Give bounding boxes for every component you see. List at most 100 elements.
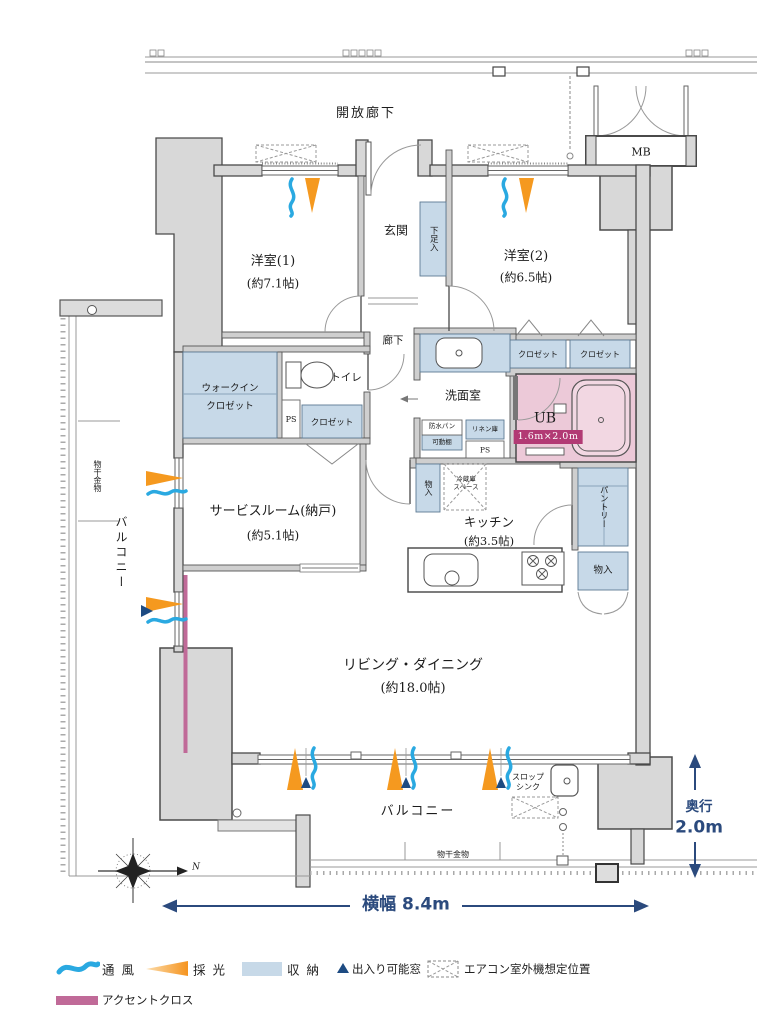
outer-walls bbox=[155, 137, 651, 766]
fridge-space-box bbox=[443, 463, 487, 511]
linen-cabinet bbox=[465, 419, 505, 440]
label-bedroom1: 洋室(1) bbox=[250, 254, 296, 270]
folding-door-closet bbox=[305, 443, 359, 465]
label-laundry-bottom: 物干金物 bbox=[437, 850, 469, 860]
kitchen-storage bbox=[415, 463, 441, 513]
label-mb: MB bbox=[631, 145, 651, 159]
kitchen-sink bbox=[423, 553, 479, 587]
label-slop-sink: スロップ シンク bbox=[512, 772, 544, 791]
label-fridge-space: 冷蔵庫 スペース bbox=[453, 475, 479, 491]
label-pantry: パントリー bbox=[598, 485, 609, 529]
legend-storage-icon bbox=[242, 962, 282, 976]
unit-bath bbox=[513, 373, 637, 463]
label-ub-size: 1.6m×2.0m bbox=[513, 430, 583, 444]
closet-bedroom2-a bbox=[509, 339, 567, 369]
label-waterproof-pan: 防水パン bbox=[428, 422, 456, 431]
shoe-cabinet bbox=[419, 201, 447, 277]
legend-ac-icon bbox=[427, 960, 459, 978]
open-corridor-railing bbox=[145, 49, 757, 160]
label-width: 横幅 8.4m bbox=[362, 894, 450, 915]
pipe-space-1 bbox=[281, 399, 301, 439]
label-kitchen-size: (約3.5帖) bbox=[463, 533, 515, 548]
access-window-icon bbox=[401, 777, 411, 788]
accent-cloth-wall bbox=[183, 575, 188, 753]
closet-bedroom2-b bbox=[569, 339, 631, 369]
label-kitchen: キッチン bbox=[463, 514, 515, 530]
vent-daylight-icons bbox=[141, 177, 534, 790]
label-closet-w1: クロゼット bbox=[518, 350, 558, 360]
label-ps2: PS bbox=[479, 445, 491, 455]
label-ub: UB bbox=[533, 410, 557, 427]
label-linen: リネン庫 bbox=[472, 425, 498, 434]
corner-pillar bbox=[155, 137, 223, 353]
compass-icon bbox=[98, 838, 188, 903]
kitchen-counter bbox=[407, 547, 565, 593]
vent-icon bbox=[146, 488, 188, 496]
legend-access-window-label: 出入り可能窓 bbox=[352, 962, 421, 976]
width-dimension-arrow bbox=[162, 899, 649, 913]
daylight-icon bbox=[519, 178, 534, 213]
legend-access-window-icon bbox=[337, 963, 349, 973]
label-open-corridor: 開放廊下 bbox=[335, 106, 397, 122]
daylight-icon bbox=[387, 748, 403, 790]
legend-accent-label: アクセントクロス bbox=[102, 993, 194, 1007]
label-bedroom1-size: (約7.1帖) bbox=[246, 276, 300, 291]
label-compass-n: N bbox=[192, 862, 200, 873]
entrance-door-leaf bbox=[365, 141, 372, 196]
legend-daylight-icon bbox=[146, 961, 188, 976]
living-storage bbox=[577, 551, 629, 591]
access-window-icon bbox=[141, 605, 153, 617]
pipe-space-2 bbox=[465, 440, 505, 459]
label-bedroom2-size: (約6.5帖) bbox=[499, 270, 553, 285]
waterproof-pan bbox=[421, 419, 463, 436]
daylight-icon bbox=[287, 748, 303, 790]
legend-vent-icon bbox=[56, 961, 100, 975]
access-window-icon bbox=[301, 777, 311, 788]
access-window-icon bbox=[496, 777, 506, 788]
white-service-boxes bbox=[281, 399, 505, 459]
storage-areas bbox=[182, 201, 631, 591]
label-washroom: 洗面室 bbox=[444, 388, 482, 403]
vent-icon bbox=[310, 746, 318, 790]
label-living-size: (約18.0帖) bbox=[380, 681, 446, 697]
label-laundry-left: 物干金物 bbox=[93, 460, 102, 492]
walk-in-closet bbox=[182, 351, 278, 439]
label-hallway: 廊下 bbox=[382, 334, 404, 347]
label-pantry-storage: 物入 bbox=[593, 565, 613, 577]
label-bedroom2: 洋室(2) bbox=[503, 249, 549, 265]
vent-icon bbox=[505, 746, 513, 790]
left-balcony bbox=[59, 299, 163, 876]
label-wic-1: ウォークイン bbox=[201, 383, 259, 395]
drain bbox=[87, 305, 97, 315]
label-closet-w2: クロゼット bbox=[580, 350, 620, 360]
vent-icon bbox=[501, 177, 509, 218]
label-living: リビング・ダイニング bbox=[343, 657, 483, 674]
label-service-room-size: (約5.1帖) bbox=[246, 528, 300, 543]
pantry bbox=[577, 467, 629, 547]
daylight-icon bbox=[146, 597, 183, 612]
legend-storage-label: 収納 bbox=[287, 962, 327, 978]
legend-ac-label: エアコン室外機想定位置 bbox=[464, 962, 591, 976]
label-depth: 奥行 bbox=[685, 798, 713, 815]
daylight-icon bbox=[305, 178, 320, 213]
toilet-fixture bbox=[285, 361, 334, 389]
bath-door-leaf bbox=[513, 376, 518, 420]
doors bbox=[324, 141, 629, 615]
label-toilet: トイレ bbox=[330, 371, 362, 384]
ac-outdoor-unit-box bbox=[511, 796, 559, 819]
corner-pillar bbox=[159, 647, 233, 821]
label-movable-shelf: 可動棚 bbox=[432, 438, 452, 447]
rail-post bbox=[595, 863, 619, 883]
legend-accent-icon bbox=[56, 996, 98, 1005]
vent-icon bbox=[410, 746, 418, 790]
legend-daylight-label: 採光 bbox=[193, 962, 233, 978]
label-wic-2: クロゼット bbox=[206, 401, 254, 413]
label-service-room: サービスルーム(納戸) bbox=[209, 504, 337, 520]
legend-vent-label: 通風 bbox=[102, 962, 142, 978]
daylight-icon bbox=[482, 748, 498, 790]
ac-outdoor-unit-boxes bbox=[255, 144, 529, 163]
south-window-icons bbox=[287, 746, 513, 790]
bottom-balcony bbox=[69, 647, 757, 888]
